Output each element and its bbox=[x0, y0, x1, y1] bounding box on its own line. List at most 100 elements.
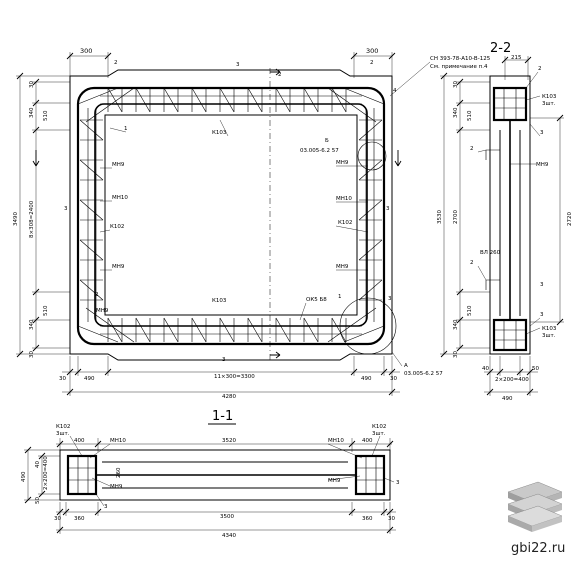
section-mark-2-bottom bbox=[270, 351, 281, 359]
plan-labels: К103 К102 К103 МН9 МН10 МН9 МН10 К102 МН… bbox=[64, 56, 491, 377]
section22-bottom-cage bbox=[492, 318, 528, 352]
section-mark-2-top bbox=[270, 68, 281, 76]
plan-label-b: Б bbox=[325, 138, 329, 144]
section11-dim-bottom-1: 360 bbox=[74, 516, 85, 522]
bottom-stirrups bbox=[100, 317, 362, 343]
plan-dim-top-left: 300 bbox=[80, 47, 92, 55]
section22-label-3-a: 3 bbox=[540, 130, 544, 136]
plan-label-1-b: 1 bbox=[338, 294, 342, 300]
section22-leaders bbox=[477, 71, 541, 335]
plan-label-3-top: 3 bbox=[236, 62, 240, 68]
plan-dim-left-4: 3490 bbox=[13, 212, 19, 226]
plan-ref-a: 03.005-6.2 57 bbox=[404, 371, 443, 377]
section22-outline bbox=[489, 75, 531, 355]
section11-dim-left-3: 50 bbox=[35, 497, 41, 504]
section11-dim-top-2: 400 bbox=[362, 438, 373, 444]
section11-dim-left-1: 2×200=400 bbox=[43, 456, 49, 490]
plan-label-mn10-right: МН10 bbox=[336, 196, 352, 202]
section11-label-3-right: 3 bbox=[396, 480, 400, 486]
plan-label-2-top: 2 bbox=[114, 60, 118, 66]
plan-label-mn10-left: МН10 bbox=[112, 195, 128, 201]
plan-label-mn9-right-bottom: МН9 bbox=[336, 264, 349, 270]
plan-label-mn9-corner: МН9 bbox=[96, 308, 109, 314]
section22-label-qty-bottom: 3шт. bbox=[542, 333, 556, 339]
plan-label-3-left: 3 bbox=[64, 206, 68, 212]
section11-label-k102-left: К102 bbox=[56, 424, 70, 430]
section22-dim-left-2: 510 bbox=[467, 110, 473, 121]
plan-view bbox=[32, 68, 402, 362]
plan-dim-left-3: 8×308=2400 bbox=[29, 200, 35, 238]
plan-label-3-right-low: 3 bbox=[388, 296, 392, 302]
section-2-2: 2-2 215 30 340 510 2700 3530 510 340 30 … bbox=[437, 41, 573, 402]
plan-dim-top-right: 300 bbox=[366, 47, 378, 55]
section11-label-k102-right: К102 bbox=[372, 424, 386, 430]
corner-bars bbox=[77, 87, 385, 343]
section11-outline bbox=[59, 449, 391, 501]
plan-label-2-topright: 2 bbox=[370, 60, 374, 66]
plan-dim-left-7: 30 bbox=[29, 351, 35, 358]
section11-right-cage bbox=[354, 454, 386, 496]
section22-label-k103-bottom: К103 bbox=[542, 326, 557, 332]
section22-label-2-top: 2 bbox=[538, 66, 542, 72]
section22-dim-left-3: 2700 bbox=[453, 210, 459, 224]
section22-dim-left-0: 30 bbox=[453, 81, 459, 88]
plan-opening bbox=[104, 114, 358, 316]
section22-cage-bars bbox=[494, 88, 526, 350]
section22-dim-left-5: 510 bbox=[467, 305, 473, 316]
section22-label-3-c: 3 bbox=[540, 282, 544, 288]
plan-dim-bottom-4: 30 bbox=[390, 376, 397, 382]
section22-label-2-mid: 2 bbox=[470, 260, 474, 266]
plan-dim-left-6: 340 bbox=[29, 319, 35, 330]
plan-note-top2: См. примечание п.4 bbox=[430, 64, 488, 70]
section22-label-2-left: 2 bbox=[470, 146, 474, 152]
plan-label-a: А bbox=[404, 363, 408, 369]
section11-left-cage bbox=[66, 454, 98, 496]
plan-label-k102-left: К102 bbox=[110, 224, 124, 230]
plan-dim-bottom-5: 4280 bbox=[222, 394, 236, 400]
plan-label-3-right: 3 bbox=[386, 206, 390, 212]
plan-label-4: 4 bbox=[393, 88, 397, 94]
section22-dim-bottom-3: 490 bbox=[502, 396, 513, 402]
section11-dim-bottom-4: 30 bbox=[388, 516, 395, 522]
section22-dim-bottom-0: 40 bbox=[482, 366, 489, 372]
section11-label-mn9-right: МН9 bbox=[328, 478, 341, 484]
plan-dim-left-0: 30 bbox=[29, 81, 35, 88]
plan-label-3-bottom: 3 bbox=[222, 357, 226, 363]
section22-label-k103-top: К103 bbox=[542, 94, 557, 100]
plan-label-mn9-left-top: МН9 bbox=[112, 162, 125, 168]
plan-label-2-section: 2 bbox=[278, 72, 282, 78]
right-stirrups bbox=[358, 108, 383, 322]
section11-dim-left-2: 40 bbox=[35, 461, 41, 468]
left-stirrups bbox=[79, 108, 104, 322]
section22-dim-bottom-2: 50 bbox=[532, 366, 539, 372]
section22-label-3-b: 3 bbox=[540, 312, 544, 318]
section11-dim-bottom-2: 3500 bbox=[220, 514, 234, 520]
top-stirrups bbox=[100, 87, 362, 113]
plan-label-k103-top: К103 bbox=[212, 130, 227, 136]
section22-dim-left-4: 3530 bbox=[437, 210, 443, 224]
plan-ref-b: 03.005-6.2 57 bbox=[300, 148, 339, 154]
section11-dim-bottom-0: 30 bbox=[54, 516, 61, 522]
section11-cage-bars bbox=[68, 456, 384, 494]
section11-dim-bottom-3: 360 bbox=[362, 516, 373, 522]
section22-dim-bottom-1: 2×200=400 bbox=[495, 377, 529, 383]
section22-label-qty-top: 3шт. bbox=[542, 101, 556, 107]
detail-circle-a bbox=[339, 297, 397, 355]
plan-dim-bottom-3: 490 bbox=[361, 376, 372, 382]
section22-neck bbox=[499, 130, 521, 316]
section22-hooks bbox=[485, 149, 500, 290]
section11-label-qty-left: 3шт. bbox=[56, 431, 70, 437]
section11-label-260: 260 bbox=[116, 467, 122, 478]
section11-label-mn9-left: МН9 bbox=[110, 484, 123, 490]
plan-note-leader bbox=[389, 61, 431, 97]
section11-label-mn10-right: МН10 bbox=[328, 438, 344, 444]
plan-note-top: СН 393-78-А10-В-125 bbox=[430, 56, 491, 62]
plan-dim-left-1: 340 bbox=[29, 107, 35, 118]
plan-label-k102-right: К102 bbox=[338, 220, 352, 226]
section-mark-1-right bbox=[394, 150, 402, 167]
plan-dim-bottom-0: 30 bbox=[59, 376, 66, 382]
detail-circle-b bbox=[357, 141, 387, 171]
watermark-logo bbox=[507, 481, 563, 532]
section11-dim-top-1: 3520 bbox=[222, 438, 236, 444]
